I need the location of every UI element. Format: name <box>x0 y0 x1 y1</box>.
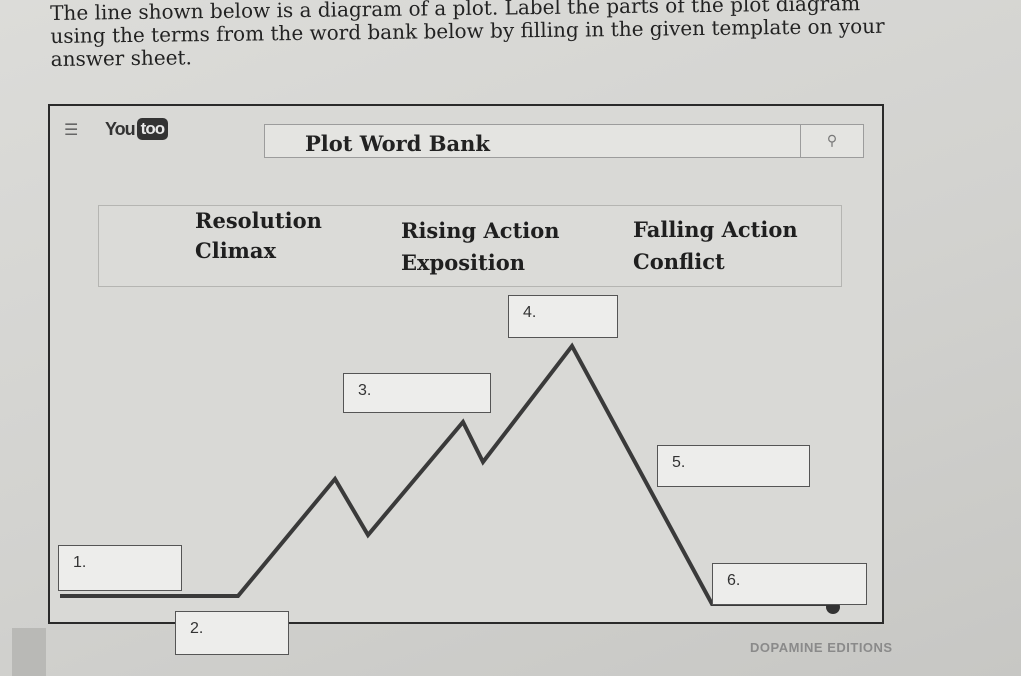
word-falling-action: Falling Action <box>633 217 798 242</box>
plot-line <box>60 342 835 606</box>
word-exposition: Exposition <box>401 250 525 275</box>
answer-box-2[interactable]: 2. <box>175 611 289 655</box>
frame-bottom-rule <box>48 622 882 624</box>
footer-brand: DOPAMINE EDITIONS <box>750 640 893 655</box>
answer-box-4[interactable]: 4. <box>508 295 618 338</box>
word-rising-action: Rising Action <box>401 218 560 243</box>
word-bank: Resolution Climax Rising Action Expositi… <box>98 205 842 287</box>
page-edge-shadow <box>12 628 46 676</box>
logo: You too <box>105 118 169 140</box>
word-resolution: Resolution <box>195 208 322 233</box>
worksheet-frame <box>48 104 884 624</box>
word-climax: Climax <box>195 238 277 263</box>
answer-box-1[interactable]: 1. <box>58 545 182 591</box>
menu-icon[interactable]: ☰ <box>64 120 79 139</box>
answer-box-5[interactable]: 5. <box>657 445 810 487</box>
logo-box: too <box>136 118 169 140</box>
word-conflict: Conflict <box>633 249 725 274</box>
logo-prefix: You <box>105 118 136 139</box>
answer-box-3[interactable]: 3. <box>343 373 491 413</box>
search-icon[interactable]: ⚲ <box>800 125 863 157</box>
search-bar[interactable]: Plot Word Bank ⚲ <box>264 124 864 158</box>
answer-box-6[interactable]: 6. <box>712 563 867 605</box>
page-title: Plot Word Bank <box>305 131 490 156</box>
